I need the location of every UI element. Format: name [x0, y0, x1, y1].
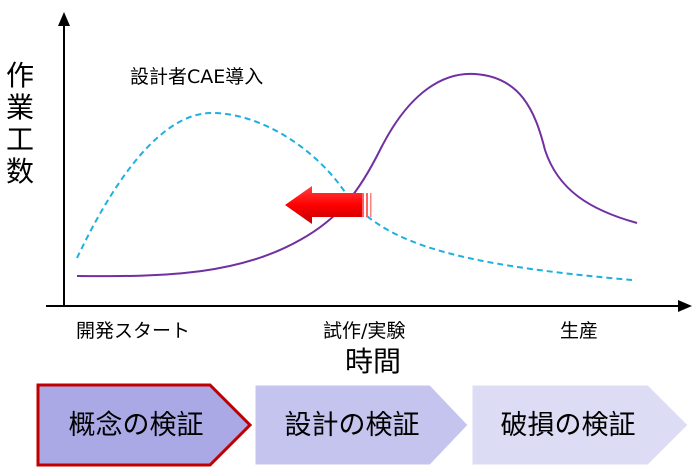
stage-label-1: 概念の検証: [69, 410, 204, 441]
y-axis-label: 作業工数: [5, 59, 34, 188]
shift-left-arrow: [285, 186, 372, 224]
stage-label-2: 設計の検証: [285, 410, 420, 441]
stage-arrow-1: [36, 383, 253, 467]
x-tick-dev-start: 開発スタート: [76, 320, 191, 342]
x-tick-production: 生産: [560, 320, 599, 342]
stage-label-3: 破損の検証: [501, 410, 636, 441]
cae-annotation: 設計者CAE導入: [130, 66, 264, 88]
stage-arrow-3: [471, 384, 689, 466]
stage-arrow-2: [254, 384, 469, 466]
x-tick-prototype-test: 試作/実験: [323, 320, 406, 342]
y-axis-arrowhead: [58, 12, 70, 26]
x-axis-label: 時間: [345, 345, 402, 378]
conventional-workload-curve: [76, 72, 638, 278]
cae-workload-curve: [76, 111, 633, 281]
x-axis-arrowhead: [678, 300, 692, 312]
